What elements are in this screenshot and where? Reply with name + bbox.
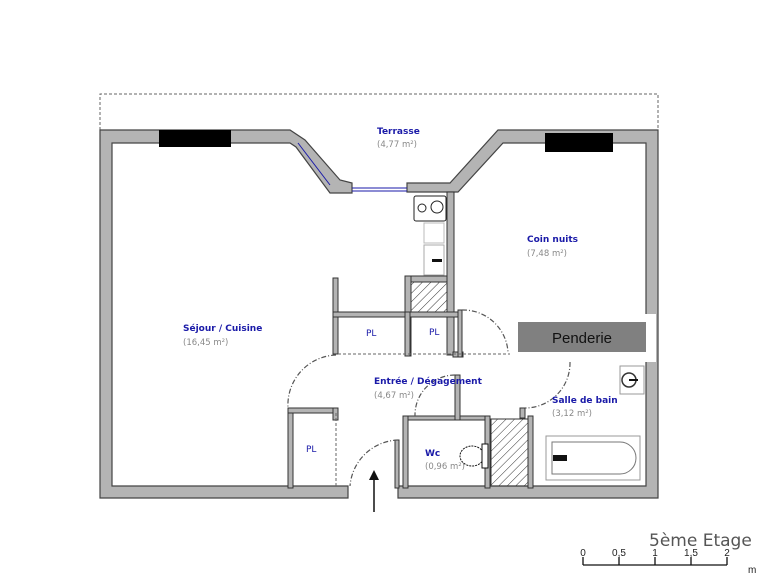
room-area-entree: (4,67 m²)	[374, 391, 414, 401]
closet-label: PL	[366, 329, 376, 339]
window-sejour	[159, 130, 231, 147]
scale-tick-label: 2	[724, 548, 730, 559]
door-swings	[287, 309, 571, 487]
duct-kitchen	[410, 281, 448, 313]
room-name-coin-nuits: Coin nuits	[527, 235, 578, 245]
room-name-sejour: Séjour / Cuisine	[183, 323, 262, 334]
washbasin-icon	[619, 365, 645, 395]
duct-bath	[490, 418, 529, 487]
entrance-arrow-icon	[369, 470, 379, 512]
cooktop-icon	[413, 195, 447, 222]
room-area-terrasse: (4,77 m²)	[377, 140, 417, 150]
bay-window	[297, 142, 407, 192]
toilet-icon	[459, 443, 489, 469]
scale-tick-label: 1,5	[684, 548, 698, 559]
room-area-coin-nuits: (7,48 m²)	[527, 249, 567, 259]
room-area-sejour: (16,45 m²)	[183, 338, 228, 348]
bathtub-icon	[545, 435, 641, 481]
scale-tick-label: 0,5	[612, 548, 626, 559]
room-name-wc: Wc	[425, 449, 440, 459]
scale-tick-label: 0	[580, 548, 586, 559]
room-area-wc: (0,96 m²)	[425, 462, 465, 472]
terrace-outline	[99, 93, 659, 130]
scale-bar	[582, 557, 728, 566]
floor-title: 5ème Etage	[649, 531, 752, 551]
scale-unit: m	[748, 565, 756, 576]
room-area-salle-de-bain: (3,12 m²)	[552, 409, 592, 419]
kitchen-wall	[446, 191, 455, 356]
dashed-partitions	[335, 353, 510, 486]
sink-icon	[423, 222, 445, 276]
penderie-label: Penderie	[552, 330, 612, 347]
window-coin-nuits	[545, 133, 613, 152]
closet-label: PL	[429, 328, 439, 338]
penderie-block	[518, 322, 646, 352]
room-name-entree: Entrée / Dégagement	[374, 376, 483, 387]
room-name-terrasse: Terrasse	[377, 127, 420, 137]
scale-tick-label: 1	[652, 548, 658, 559]
room-name-salle-de-bain: Salle de bain	[552, 396, 618, 406]
closet-label: PL	[306, 445, 316, 455]
